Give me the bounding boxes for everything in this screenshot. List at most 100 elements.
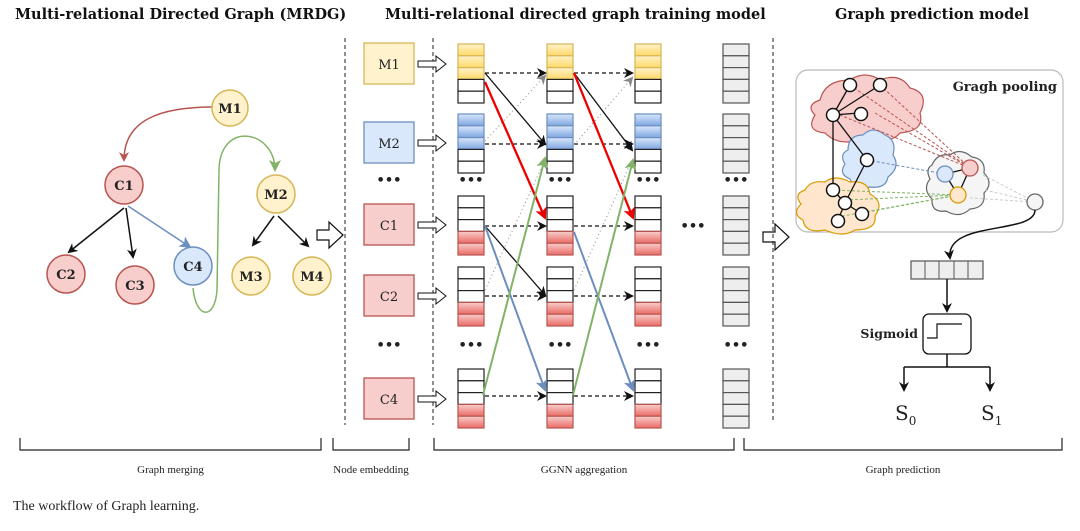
node-c3: C3 bbox=[115, 265, 155, 305]
svg-text:M3: M3 bbox=[239, 270, 262, 285]
embedding-box-c4: C4 bbox=[363, 377, 415, 420]
graph-summary-node bbox=[1026, 193, 1044, 211]
node-m2: M2 bbox=[256, 174, 296, 214]
embed-arrow bbox=[417, 389, 447, 409]
node-m3: M3 bbox=[231, 256, 271, 296]
prediction-title: Graph prediction model bbox=[835, 6, 1029, 23]
output-s1: S1 bbox=[981, 401, 1002, 428]
graph-vector bbox=[910, 260, 984, 280]
edge-c1-c2 bbox=[67, 207, 125, 254]
ggnn-columns: ••• ••• ••• ••• ••• ••• ••• ••• ••• bbox=[457, 43, 750, 429]
node-c1: C1 bbox=[104, 165, 144, 205]
node-c4: C4 bbox=[173, 246, 213, 286]
embed-arrow bbox=[417, 215, 447, 235]
svg-text:C3: C3 bbox=[125, 279, 144, 294]
ellipsis: ••• bbox=[724, 173, 749, 188]
ellipsis: ••• bbox=[377, 338, 402, 353]
embed-arrow bbox=[417, 133, 447, 153]
pooled-node-red bbox=[961, 159, 979, 177]
section-ggnn-aggregation: GGNN aggregation bbox=[540, 464, 628, 476]
ggnn-node-state bbox=[634, 43, 662, 104]
ggnn-node-state bbox=[634, 113, 662, 174]
embed-arrow bbox=[417, 54, 447, 74]
svg-text:C4: C4 bbox=[380, 393, 398, 408]
output-s0: S0 bbox=[895, 401, 916, 428]
pooled-node-orange bbox=[949, 186, 967, 204]
svg-text:C1: C1 bbox=[380, 219, 398, 234]
ggnn-node-state bbox=[546, 43, 574, 104]
node-c2: C2 bbox=[46, 254, 86, 294]
section-brackets bbox=[19, 438, 1063, 451]
edge-c1-c4 bbox=[127, 205, 192, 249]
section-node-embedding: Node embedding bbox=[333, 464, 409, 476]
pooled-node-blue bbox=[936, 165, 954, 183]
cloud-red bbox=[810, 74, 924, 143]
ellipsis: ••• bbox=[724, 338, 749, 353]
ellipsis: ••• bbox=[636, 173, 661, 188]
ggnn-node-state bbox=[457, 368, 485, 429]
section-graph-prediction: Graph prediction bbox=[865, 464, 941, 476]
ellipsis: ••• bbox=[377, 173, 402, 188]
ellipsis: ••• bbox=[548, 338, 573, 353]
step-function-icon bbox=[927, 323, 962, 339]
ggnn-final-state bbox=[722, 266, 750, 327]
pool-to-vector-arrow bbox=[944, 209, 1036, 260]
ggnn-final-state bbox=[722, 195, 750, 256]
ggnn-final-state bbox=[722, 368, 750, 429]
ellipsis: ••• bbox=[459, 173, 484, 188]
ggnn-node-state bbox=[634, 368, 662, 429]
ggnn-node-state bbox=[634, 266, 662, 327]
svg-text:M2: M2 bbox=[378, 137, 400, 152]
ggnn-node-state bbox=[546, 266, 574, 327]
mrdg-title: Multi-relational Directed Graph (MRDG) bbox=[15, 6, 347, 23]
flow-arrow-merge bbox=[316, 220, 344, 250]
embedding-box-c2: C2 bbox=[363, 274, 415, 317]
ellipsis: ••• bbox=[459, 338, 484, 353]
pooling-label: Gragh pooling bbox=[953, 80, 1057, 95]
embed-arrow bbox=[417, 286, 447, 306]
ggnn-node-state bbox=[457, 195, 485, 256]
svg-text:M4: M4 bbox=[300, 270, 323, 285]
ggnn-final-state bbox=[722, 113, 750, 174]
svg-text:M1: M1 bbox=[218, 102, 241, 117]
node-m4: M4 bbox=[292, 256, 332, 296]
svg-text:C4: C4 bbox=[183, 260, 202, 275]
svg-text:C2: C2 bbox=[380, 290, 398, 305]
svg-text:M1: M1 bbox=[378, 58, 400, 73]
embedding-box-m2: M2 bbox=[363, 121, 415, 164]
mrdg-graph: M1 C1 M2 C2 C3 C4 M3 M4 bbox=[46, 89, 332, 313]
ellipsis: ••• bbox=[548, 173, 573, 188]
ggnn-node-state bbox=[546, 113, 574, 174]
figure-caption: The workflow of Graph learning. bbox=[13, 499, 200, 514]
training-title: Multi-relational directed graph training… bbox=[385, 6, 766, 23]
edge-c1-c3 bbox=[125, 207, 137, 259]
ggnn-node-state bbox=[457, 266, 485, 327]
graph-pooling-panel: Gragh pooling bbox=[795, 69, 1064, 235]
ggnn-edges bbox=[482, 72, 637, 396]
svg-text:M2: M2 bbox=[264, 188, 287, 203]
edge-m2-m4 bbox=[277, 215, 310, 248]
ggnn-node-state bbox=[457, 113, 485, 174]
sigmoid-label: Sigmoid bbox=[860, 326, 918, 341]
sigmoid-block bbox=[922, 313, 972, 355]
ellipsis: ••• bbox=[681, 219, 706, 234]
ggnn-node-state bbox=[546, 195, 574, 256]
ellipsis: ••• bbox=[636, 338, 661, 353]
ggnn-final-state bbox=[722, 43, 750, 104]
edge-m2-m3 bbox=[251, 215, 275, 247]
edge-c4-m2 bbox=[192, 135, 281, 313]
svg-text:C2: C2 bbox=[56, 268, 75, 283]
ggnn-node-state bbox=[457, 43, 485, 104]
output-branch bbox=[899, 354, 995, 392]
section-graph-merging: Graph merging bbox=[137, 464, 204, 476]
embedding-box-c1: C1 bbox=[363, 203, 415, 246]
edge-m1-c1 bbox=[119, 106, 214, 162]
svg-text:C1: C1 bbox=[114, 179, 133, 194]
ggnn-node-state bbox=[546, 368, 574, 429]
flow-arrow-predict bbox=[762, 222, 790, 252]
ggnn-node-state bbox=[634, 195, 662, 256]
embedding-box-m1: M1 bbox=[363, 42, 415, 85]
node-m1: M1 bbox=[211, 89, 249, 127]
